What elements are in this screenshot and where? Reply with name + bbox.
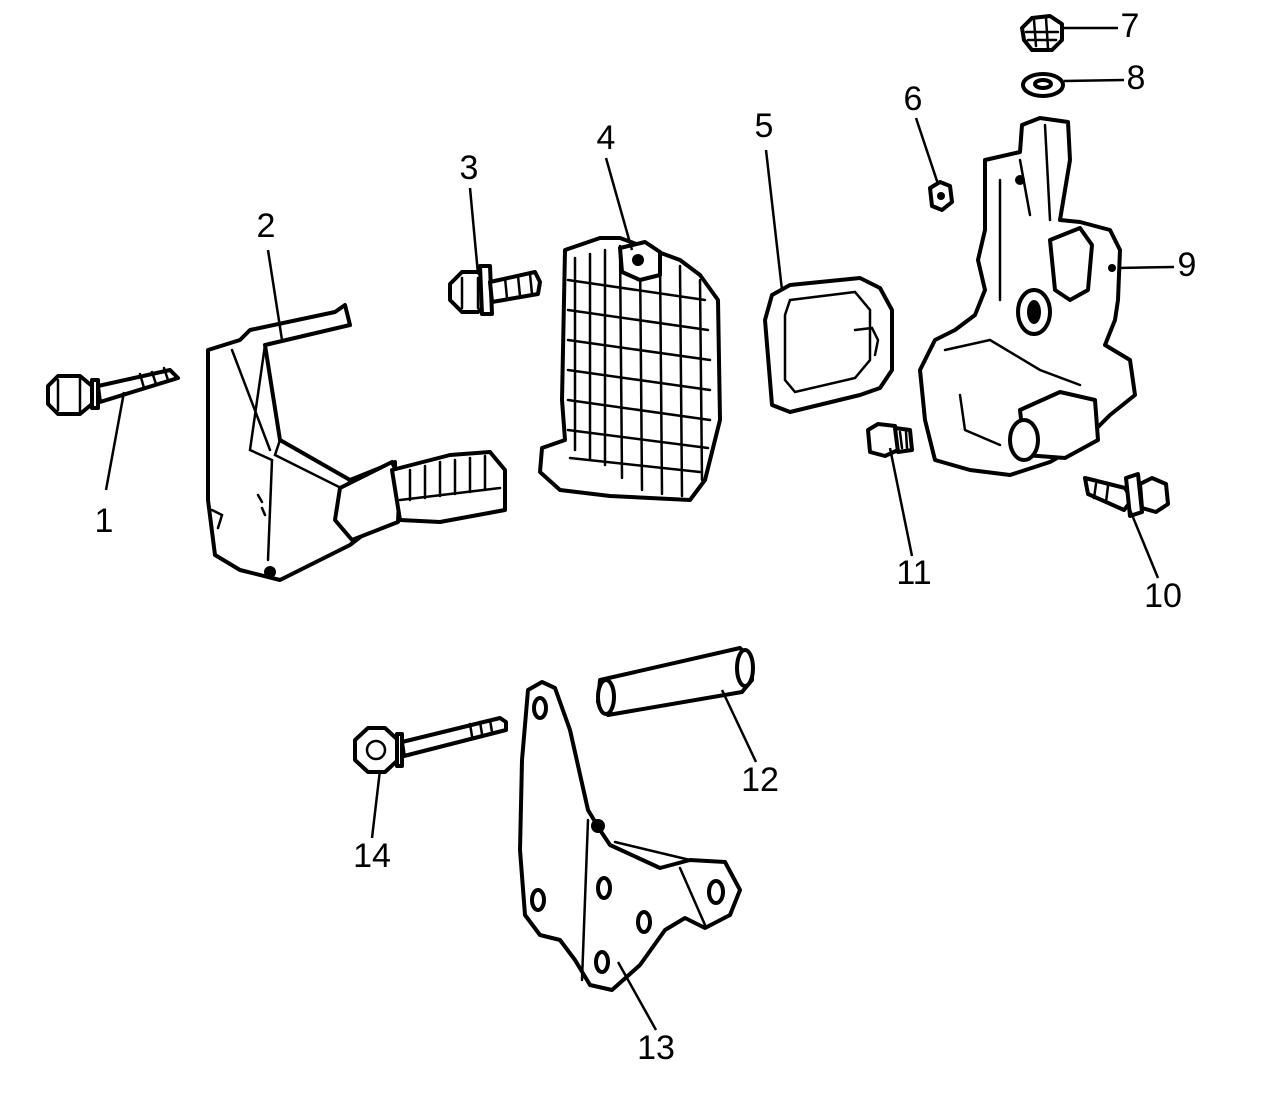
leader-5: [764, 149, 784, 291]
callout-4: 4: [597, 119, 616, 157]
callout-5: 5: [755, 107, 774, 145]
part-7-cap: [1020, 14, 1064, 52]
part-8-washer: [1021, 72, 1065, 98]
leader-4: [604, 157, 634, 251]
callout-1: 1: [95, 502, 114, 540]
callout-labels: 1 2 3 4 5 6 7 8 9 10 11 12 13 14: [95, 7, 1197, 1067]
part-14-long-bolt: [353, 716, 508, 774]
leader-2: [266, 249, 284, 341]
callout-3: 3: [460, 149, 479, 187]
leader-6: [914, 117, 940, 185]
part-10-bolt: [1083, 472, 1170, 518]
part-4-filter: [538, 236, 722, 502]
callout-13: 13: [637, 1029, 675, 1067]
part-11-plug: [866, 422, 914, 458]
callout-11: 11: [896, 554, 931, 592]
callout-14: 14: [353, 837, 391, 875]
leader-10: [1128, 509, 1160, 579]
part-13-mount-plate: [518, 680, 742, 992]
part-3-bolt: [448, 264, 542, 316]
callout-10: 10: [1144, 577, 1182, 615]
leader-14: [370, 769, 382, 839]
part-6-nut: [928, 180, 954, 212]
leader-3: [468, 187, 480, 275]
leader-13: [616, 961, 658, 1031]
part-2-bracket: [206, 303, 507, 582]
part-5-gasket: [763, 276, 894, 414]
callout-7: 7: [1121, 7, 1140, 45]
callout-8: 8: [1127, 59, 1146, 97]
part-1-bolt: [46, 366, 180, 416]
leader-9: [1117, 265, 1175, 270]
leader-lines: [104, 26, 1175, 1031]
leader-11: [888, 447, 914, 557]
part-12-sleeve: [596, 646, 755, 717]
callout-9: 9: [1178, 246, 1197, 284]
part-9-housing: [918, 116, 1137, 477]
callout-12: 12: [741, 761, 779, 799]
callout-6: 6: [904, 80, 923, 118]
callout-2: 2: [257, 207, 276, 245]
leader-8: [1063, 78, 1125, 83]
leader-12: [720, 689, 758, 763]
leader-1: [104, 391, 126, 491]
